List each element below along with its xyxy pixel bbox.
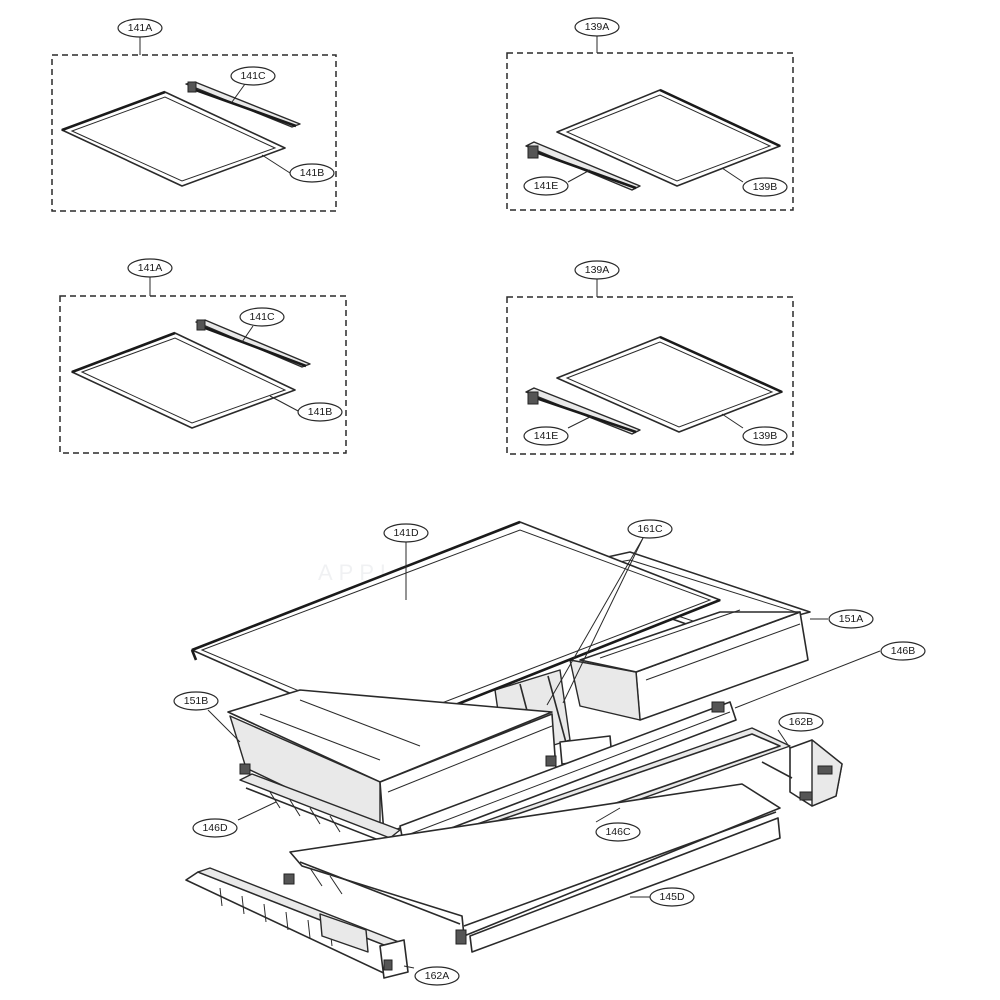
callout-139a-middle: 139A	[574, 260, 620, 280]
assembly-group-141a-middle	[59, 276, 347, 454]
shelf-glass-141b	[71, 331, 296, 429]
callout-141a-middle: 141A	[127, 258, 173, 278]
callout-139b-top: 139B	[742, 177, 788, 197]
callout-141a-top: 141A	[117, 18, 163, 38]
callout-label: 141C	[240, 70, 266, 82]
callout-146d: 146D	[192, 818, 238, 838]
callout-label: 139B	[753, 181, 778, 193]
callout-141e-middle: 141E	[523, 426, 569, 446]
callout-label: 146B	[891, 645, 916, 657]
shelf-rail-141e	[525, 387, 641, 435]
callout-label: 162B	[789, 716, 814, 728]
assembly-group-141a-top	[51, 36, 337, 212]
callout-label: 146D	[202, 822, 228, 834]
callout-label: 141B	[300, 167, 325, 179]
drawer-rail-146d	[239, 773, 401, 847]
assembly-group-139a-middle	[506, 279, 794, 455]
crisper-drawer-assembly	[185, 520, 881, 979]
callout-label: 141B	[308, 406, 333, 418]
callout-label: 141C	[249, 311, 275, 323]
shelf-glass-139b	[556, 335, 783, 433]
bracket-162a	[185, 867, 409, 979]
callout-162a: 162A	[414, 966, 460, 986]
shelf-rail-141c	[185, 81, 301, 128]
dashed-boundary	[506, 52, 794, 211]
shelf-glass-139b	[556, 88, 781, 187]
callout-146b: 146B	[880, 641, 926, 661]
callout-label: 161C	[637, 523, 663, 535]
callout-141e-top: 141E	[523, 176, 569, 196]
dashed-boundary	[506, 296, 794, 455]
bottom-frame-145d	[283, 783, 781, 953]
callout-label: 139B	[753, 430, 778, 442]
callout-146c: 146C	[595, 822, 641, 842]
callout-label: 139A	[585, 264, 610, 276]
drawer-bin-151b	[227, 689, 557, 835]
shelf-rail-141c	[195, 319, 311, 368]
callout-141b-middle: 141B	[297, 402, 343, 422]
shelf-glass-141b	[61, 90, 286, 187]
callout-label: 145D	[659, 891, 685, 903]
callout-label: 141E	[534, 430, 559, 442]
callout-label: 151B	[184, 695, 209, 707]
callout-label: 141A	[128, 22, 153, 34]
callout-label: 151A	[839, 613, 864, 625]
callout-141c-middle: 141C	[239, 307, 285, 327]
callout-145d: 145D	[649, 887, 695, 907]
dashed-boundary	[51, 54, 337, 212]
shelf-rail-141e	[525, 141, 641, 191]
callout-139b-middle: 139B	[742, 426, 788, 446]
assembly-group-139a-top	[506, 36, 794, 211]
callout-label: 141D	[393, 527, 419, 539]
callout-139a-top: 139A	[574, 17, 620, 37]
control-bracket-162b	[761, 739, 843, 807]
callout-label: 162A	[425, 970, 450, 982]
callout-label: 146C	[605, 826, 631, 838]
callout-label: 141A	[138, 262, 163, 274]
callout-141d: 141D	[383, 523, 429, 543]
callout-151b: 151B	[173, 691, 219, 711]
callout-141b-top: 141B	[289, 163, 335, 183]
callout-161c: 161C	[627, 519, 673, 539]
callout-label: 139A	[585, 21, 610, 33]
dashed-boundary	[59, 295, 347, 454]
callout-label: 141E	[534, 180, 559, 192]
callout-162b: 162B	[778, 712, 824, 732]
callout-151a: 151A	[828, 609, 874, 629]
callout-141c-top: 141C	[230, 66, 276, 86]
